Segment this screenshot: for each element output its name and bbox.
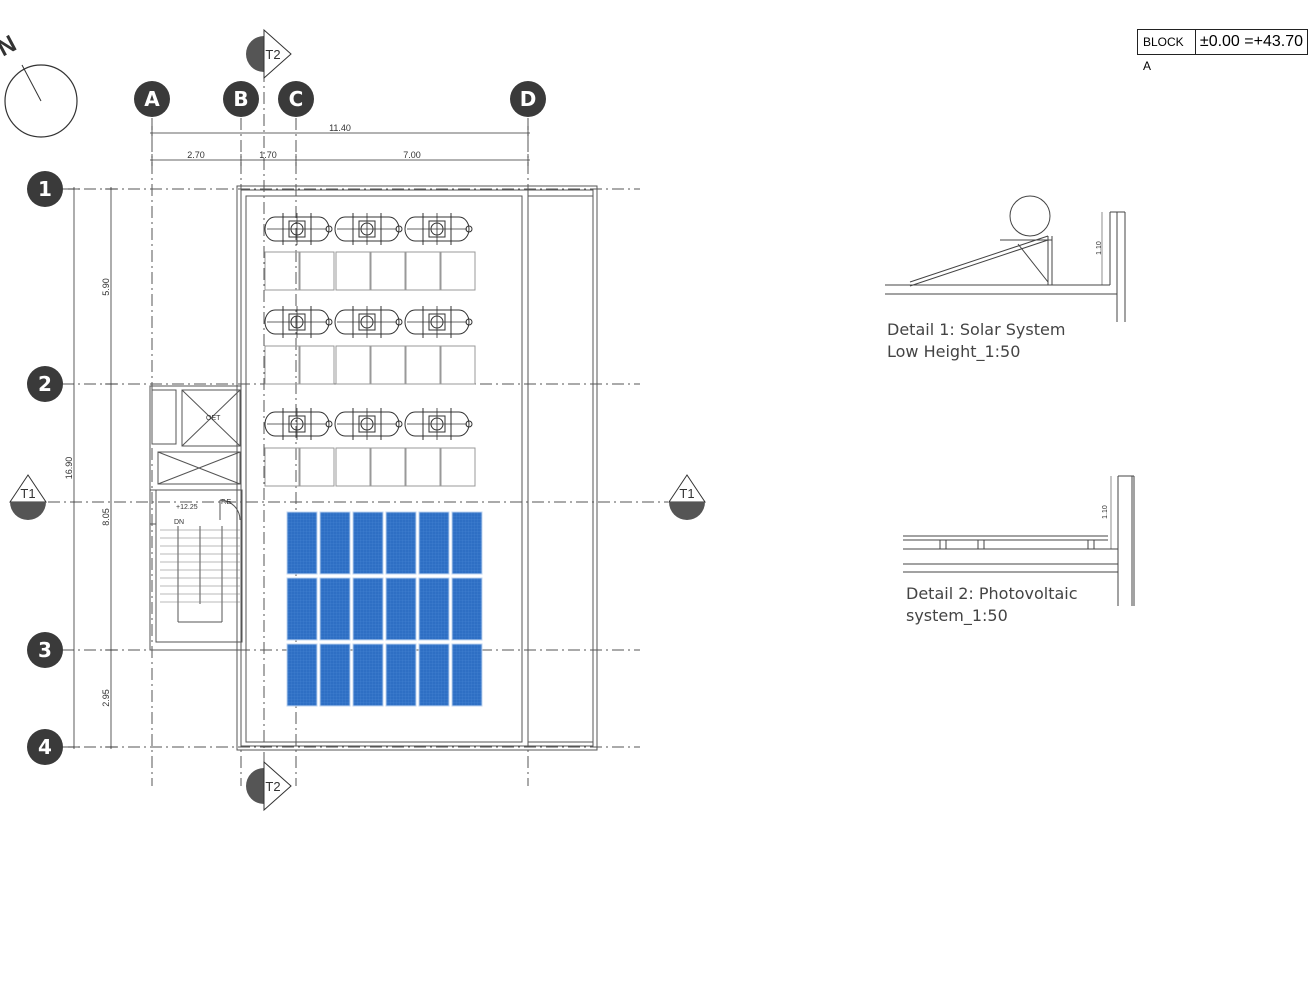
- down-label: DN: [174, 519, 184, 526]
- grid-bubble-c: C: [289, 87, 304, 111]
- pv-panel: [352, 577, 384, 641]
- solar-tank: [404, 305, 473, 339]
- solar-tank: [334, 305, 403, 339]
- grid-bubble-4: 4: [38, 735, 52, 759]
- section-label-t1-left: T1: [20, 486, 35, 501]
- dim-width-bc: 1.70: [259, 150, 277, 160]
- north-arrow: N: [0, 30, 78, 138]
- block-label: BLOCK A: [1138, 30, 1196, 73]
- pv-panel: [385, 577, 417, 641]
- row-bubbles: 1 2 3 4: [27, 171, 63, 765]
- solar-tank: [404, 212, 473, 246]
- detail-1-solar-system: 1.10 Detail 1: Solar System Low Height_1…: [885, 195, 1126, 362]
- dim-height-34: 2.95: [101, 689, 111, 707]
- section-marker-t1-left: T1: [9, 474, 47, 520]
- grid-bubble-1: 1: [38, 177, 52, 201]
- detail-2-scale: system_1:50: [906, 606, 1008, 626]
- dim-height-12: 5.90: [101, 278, 111, 296]
- pv-panel: [451, 577, 483, 641]
- detail-2-title: Detail 2: Photovoltaic: [906, 584, 1078, 603]
- elevation-label: +12.25: [176, 504, 198, 511]
- elevator-label: ΟΕΤ: [206, 415, 221, 422]
- pv-panel: [352, 511, 384, 575]
- section-label-t1-right: T1: [679, 486, 694, 501]
- roof-outline: [236, 185, 598, 751]
- block-level-value: ±0.00 =+43.70: [1199, 33, 1303, 50]
- pv-panel: [418, 643, 450, 707]
- pv-panel: [451, 643, 483, 707]
- solar-tank: [334, 212, 403, 246]
- pv-panel: [418, 577, 450, 641]
- solar-tank: [264, 212, 333, 246]
- dim-width-cd: 7.00: [403, 150, 421, 160]
- pv-panel: [418, 511, 450, 575]
- north-label: N: [0, 30, 21, 62]
- solar-collectors: [264, 251, 476, 487]
- grid-bubble-d: D: [520, 87, 537, 111]
- pv-panel: [286, 643, 318, 707]
- column-bubbles: A B C D: [134, 81, 546, 117]
- section-label-t2-bottom: T2: [265, 779, 280, 794]
- pv-panel: [286, 577, 318, 641]
- stair-treads: [160, 529, 240, 603]
- stair-core: [149, 385, 243, 651]
- dim-overall-width: 11.40: [329, 123, 351, 133]
- vertical-dimensions: [68, 187, 117, 749]
- detail-2-photovoltaic: 1.10 Detail 2: Photovoltaic system_1:50: [903, 475, 1135, 626]
- pv-panel: [352, 643, 384, 707]
- fire-extinguisher-label: F.E: [221, 499, 231, 506]
- pv-panel: [286, 511, 318, 575]
- pv-panel: [385, 511, 417, 575]
- pv-panel: [319, 643, 351, 707]
- pv-panel: [451, 511, 483, 575]
- section-label-t2-top: T2: [265, 47, 280, 62]
- pv-panel: [385, 643, 417, 707]
- grid-bubble-3: 3: [38, 638, 52, 662]
- grid-bubble-b: B: [233, 87, 248, 111]
- solar-tank: [264, 407, 333, 441]
- dim-width-ab: 2.70: [187, 150, 205, 160]
- detail-1-dim: 1.10: [1096, 241, 1103, 255]
- horizontal-dimensions: [150, 126, 530, 166]
- dim-overall-height: 16.90: [64, 457, 74, 480]
- detail-1-scale: Low Height_1:50: [887, 342, 1020, 362]
- pv-panel: [319, 511, 351, 575]
- detail-1-title: Detail 1: Solar System: [887, 320, 1065, 339]
- dim-height-23: 8.05: [101, 508, 111, 526]
- section-marker-t1-right: T1: [668, 474, 706, 520]
- solar-tank: [404, 407, 473, 441]
- solar-tank: [334, 407, 403, 441]
- section-marker-t2-top: T2: [246, 28, 292, 80]
- detail-2-dim: 1.10: [1102, 505, 1109, 519]
- elevator-shaft: [181, 389, 241, 447]
- solar-tank: [264, 305, 333, 339]
- section-marker-t2-bottom: T2: [246, 760, 292, 812]
- pv-array: [286, 511, 483, 707]
- grid-bubble-2: 2: [38, 372, 52, 396]
- pv-panel: [319, 577, 351, 641]
- block-level-table: BLOCK A ±0.00 =+43.70: [1137, 29, 1308, 73]
- grid-bubble-a: A: [144, 87, 160, 111]
